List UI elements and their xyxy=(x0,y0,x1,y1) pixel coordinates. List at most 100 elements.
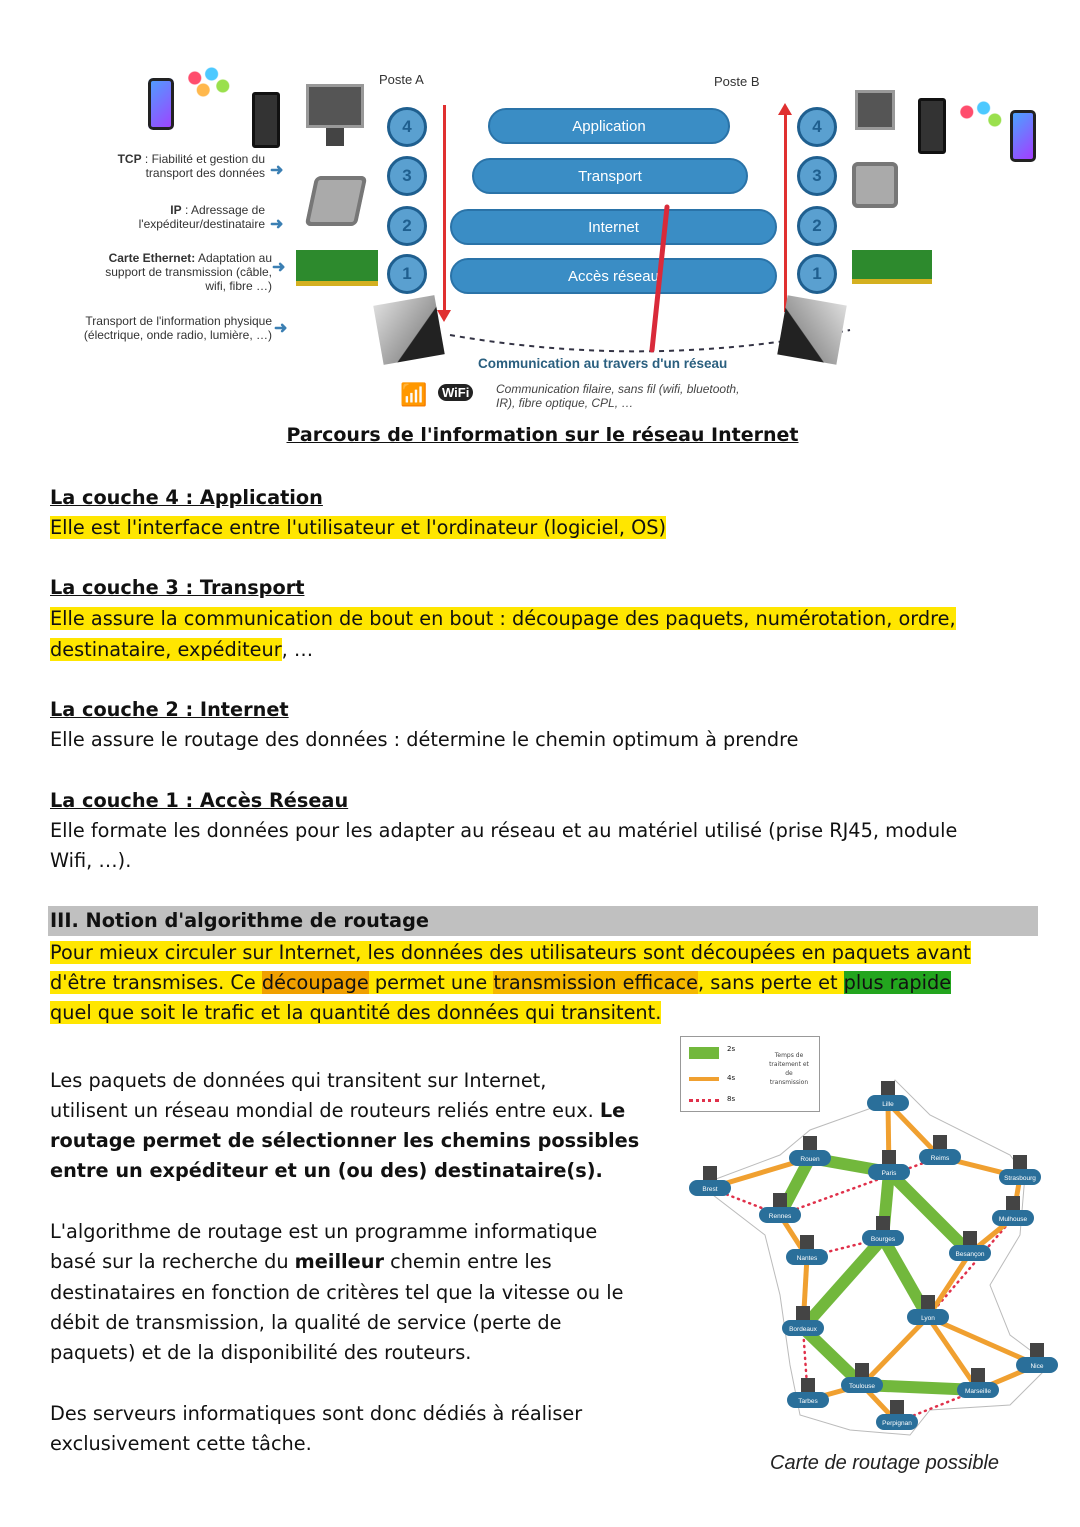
section-heading: La couche 3 : Transport xyxy=(50,573,304,603)
text-segment: utilisent un réseau mondial de routeurs … xyxy=(50,1099,600,1122)
router-building-icon xyxy=(963,1231,977,1245)
text-segment: Les paquets de données qui transitent su… xyxy=(50,1069,547,1092)
monitor-stand xyxy=(326,128,344,146)
text-segment: basé sur la recherche du xyxy=(50,1250,295,1273)
layer-3-circle-a: 3 xyxy=(387,156,427,196)
text-line: débit de transmission, la qualité de ser… xyxy=(50,1308,562,1338)
section-header-bar xyxy=(48,906,1038,936)
router-building-icon xyxy=(881,1081,895,1095)
text-segment: La couche 3 : Transport xyxy=(50,576,305,599)
apps-cloud-icon xyxy=(178,62,234,102)
legend-2s-swatch xyxy=(689,1047,719,1059)
layer-acces-reseau: Accès réseau xyxy=(450,258,777,294)
city-label: Paris xyxy=(882,1170,898,1177)
text-line: routage permet de sélectionner les chemi… xyxy=(50,1126,639,1156)
city-node-Lyon: Lyon xyxy=(907,1295,949,1325)
text-line: destinataires en fonction de critères te… xyxy=(50,1278,623,1308)
rj45-cable-icon-b xyxy=(777,295,847,365)
tablet-icon-b xyxy=(918,98,946,154)
text-segment: III. Notion d'algorithme de routage xyxy=(50,909,429,932)
section-heading: La couche 1 : Accès Réseau xyxy=(50,786,348,816)
arrow-right-icon: ➜ xyxy=(272,259,286,276)
layer-2-circle-b: 2 xyxy=(797,206,837,246)
text-line: Pour mieux circuler sur Internet, les do… xyxy=(50,938,971,968)
tablet-icon xyxy=(252,92,280,148)
highlighted-text: plus rapide xyxy=(843,971,952,994)
router-building-icon xyxy=(801,1378,815,1392)
text-line: d'être transmises. Ce découpage permet u… xyxy=(50,968,952,998)
apps-cloud-icon-b xyxy=(950,96,1006,136)
up-arrowhead-icon xyxy=(778,103,792,115)
network-label: Communication au travers d'un réseau xyxy=(478,356,728,371)
city-node-Bourges: Bourges xyxy=(862,1216,904,1246)
smartphone-apps-icon xyxy=(148,78,174,130)
text-line: paquets) et de la disponibilité des rout… xyxy=(50,1338,471,1368)
routing-map-svg: LilleRouenParisReimsStrasbourgBrestRenne… xyxy=(689,1079,1058,1436)
text-line: L'algorithme de routage est un programme… xyxy=(50,1217,597,1247)
text-line: Elle assure le routage des données : dét… xyxy=(50,725,798,755)
city-node-Reims: Reims xyxy=(919,1135,961,1165)
link-2s-Bordeaux-Toulouse xyxy=(798,1323,867,1390)
text-segment: La couche 2 : Internet xyxy=(50,698,289,721)
arrow-right-icon: ➜ xyxy=(270,162,284,179)
router-building-icon xyxy=(800,1235,814,1249)
highlighted-text: transmission efficace xyxy=(493,971,699,994)
text-segment: paquets) et de la disponibilité des rout… xyxy=(50,1341,472,1364)
city-label: Besançon xyxy=(956,1251,985,1258)
text-segment: destinataires en fonction de critères te… xyxy=(50,1281,624,1304)
text-segment: routage permet de sélectionner les chemi… xyxy=(50,1129,640,1152)
router-building-icon xyxy=(933,1135,947,1149)
link-4s-Lyon-Marseille xyxy=(925,1315,981,1392)
city-node-Bordeaux: Bordeaux xyxy=(782,1306,824,1336)
arrow-right-icon: ➜ xyxy=(270,216,284,233)
city-node-Nice: Nice xyxy=(1016,1343,1058,1373)
text-line: Les paquets de données qui transitent su… xyxy=(50,1066,546,1096)
arrow-right-icon: ➜ xyxy=(274,320,288,337)
link-2s-Bourges-Bordeaux xyxy=(798,1234,888,1332)
hard-drive-icon-b xyxy=(852,162,898,208)
down-arrowhead-icon xyxy=(437,310,451,322)
text-line: Elle est l'interface entre l'utilisateur… xyxy=(50,513,667,543)
up-arrow-icon xyxy=(784,112,787,312)
text-line: Des serveurs informatiques sont donc déd… xyxy=(50,1399,582,1429)
city-label: Bourges xyxy=(871,1236,896,1243)
text-segment: meilleur xyxy=(294,1250,384,1273)
text-segment: chemin entre les xyxy=(383,1250,552,1273)
city-node-Rennes: Rennes xyxy=(759,1193,801,1223)
highlighted-text: destinataire, expéditeur xyxy=(50,638,282,661)
text-segment: Elle formate les données pour les adapte… xyxy=(50,819,958,842)
city-label: Lille xyxy=(882,1101,894,1108)
router-building-icon xyxy=(796,1306,810,1320)
city-label: Marseille xyxy=(965,1388,991,1395)
text-line: destinataire, expéditeur, … xyxy=(50,635,313,665)
city-label: Reims xyxy=(931,1155,950,1162)
router-building-icon xyxy=(971,1368,985,1382)
layer-1-circle-a: 1 xyxy=(387,254,427,294)
monitor-icon xyxy=(306,84,364,128)
monitor-icon-b xyxy=(855,90,895,130)
legend-8s-swatch xyxy=(689,1099,719,1102)
ethernet-card-icon xyxy=(296,250,378,286)
city-node-Toulouse: Toulouse xyxy=(841,1363,883,1393)
wifi-logo-icon: WiFi xyxy=(438,384,474,401)
diagram-caption: Parcours de l'information sur le réseau … xyxy=(286,424,799,446)
text-line: exclusivement cette tâche. xyxy=(50,1429,312,1459)
legend-8s-label: 8s xyxy=(727,1095,736,1103)
router-building-icon xyxy=(921,1295,935,1309)
section-heading: La couche 2 : Internet xyxy=(50,695,289,725)
link-2s-Bourges-Lyon xyxy=(877,1235,934,1320)
router-building-icon xyxy=(890,1400,904,1414)
city-node-Strasbourg: Strasbourg xyxy=(999,1155,1041,1185)
link-4s-Lyon-Nice xyxy=(926,1314,1039,1368)
highlighted-text: Elle assure la communication de bout en … xyxy=(50,607,956,630)
city-node-Lille: Lille xyxy=(867,1081,909,1111)
link-8s-Rennes-Reims xyxy=(778,1155,942,1217)
layer-transport: Transport xyxy=(472,158,748,194)
text-segment: entre un expéditeur et un (ou des) desti… xyxy=(50,1159,603,1182)
text-line: entre un expéditeur et un (ou des) desti… xyxy=(50,1156,603,1186)
link-4s-Lille-Reims xyxy=(886,1101,942,1159)
city-node-Nantes: Nantes xyxy=(786,1235,828,1265)
